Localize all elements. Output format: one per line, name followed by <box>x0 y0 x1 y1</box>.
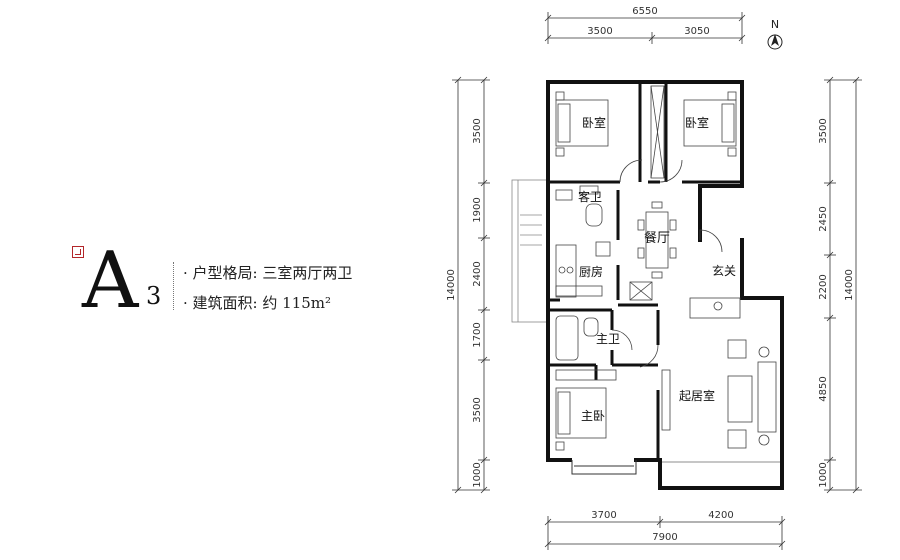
toilet-guest <box>585 203 603 227</box>
dim-right-5: 1000 <box>818 462 829 487</box>
kitchen-counter <box>555 244 577 298</box>
room-kitchen: 厨房 <box>579 264 603 279</box>
bullet-dot: · <box>183 264 193 282</box>
dim-left-5: 3500 <box>472 397 483 422</box>
bed-master <box>555 387 607 439</box>
north-arrow-icon: N <box>767 18 783 50</box>
brand-logo <box>72 246 86 266</box>
area-info: · 建筑面积: 约 115m² <box>183 292 331 313</box>
bay-window <box>571 460 637 475</box>
tv-cabinet <box>661 369 671 431</box>
dim-top-right: 3050 <box>684 26 709 37</box>
interior-walls <box>548 84 742 460</box>
layout-value: 三室两厅两卫 <box>262 264 353 282</box>
area-value: 约 115m² <box>262 294 332 312</box>
dining-table <box>645 211 669 269</box>
room-living: 起居室 <box>679 388 715 403</box>
dim-right-4: 4850 <box>818 376 829 401</box>
dim-left-total: 14000 <box>446 269 457 301</box>
dim-bottom-left: 3700 <box>591 510 616 521</box>
wardrobe <box>650 85 665 179</box>
dim-top-total: 6550 <box>632 6 657 17</box>
sofa <box>757 361 777 433</box>
dim-top-left: 3500 <box>587 26 612 37</box>
layout-info: · 户型格局: 三室两厅两卫 <box>183 262 352 283</box>
entrance-cabinet <box>689 297 741 319</box>
dim-bottom-right: 4200 <box>708 510 733 521</box>
dim-left-6: 1000 <box>472 462 483 487</box>
brand-logo-icon <box>72 246 84 258</box>
dimension-lines <box>452 12 862 550</box>
dim-right-total: 14000 <box>844 269 855 301</box>
dim-bottom-total: 7900 <box>652 532 677 543</box>
area-label: 建筑面积: <box>192 294 258 312</box>
unit-letter: A <box>82 236 139 326</box>
dim-left-3: 2400 <box>472 261 483 286</box>
layout-label: 户型格局: <box>192 264 258 282</box>
room-guest-bath: 客卫 <box>578 189 602 204</box>
dim-right-2: 2450 <box>818 206 829 231</box>
room-master-bath: 主卫 <box>596 332 620 346</box>
bed-right <box>683 99 737 147</box>
room-bedroom-right: 卧室 <box>685 115 709 130</box>
dim-right-1: 3500 <box>818 118 829 143</box>
room-master-bedroom: 主卧 <box>581 409 605 423</box>
furniture <box>555 85 777 451</box>
room-bedroom-left: 卧室 <box>582 115 606 130</box>
dim-right-3: 2200 <box>818 274 829 299</box>
room-labels: 卧室 卧室 客卫 餐厅 厨房 玄关 主卫 起居室 主卧 <box>578 115 736 423</box>
room-dining: 餐厅 <box>644 230 670 246</box>
exterior-walls <box>546 80 784 490</box>
west-balcony <box>511 179 549 323</box>
closet <box>555 369 617 381</box>
dim-left-1: 3500 <box>472 118 483 143</box>
bullet-dot: · <box>183 294 193 312</box>
bed-left <box>555 99 609 147</box>
bathtub <box>555 315 579 361</box>
dim-left-2: 1900 <box>472 197 483 222</box>
fridge <box>629 281 653 301</box>
room-entrance: 玄关 <box>712 263 736 278</box>
dim-left-4: 1700 <box>472 322 483 347</box>
info-divider <box>173 262 174 310</box>
coffee-table <box>727 375 753 423</box>
unit-number: 3 <box>146 282 162 310</box>
compass-label: N <box>771 18 779 31</box>
dimension-labels: 6550 3500 3050 3700 4200 7900 14000 3500… <box>446 6 855 543</box>
toilet-master <box>583 317 599 337</box>
